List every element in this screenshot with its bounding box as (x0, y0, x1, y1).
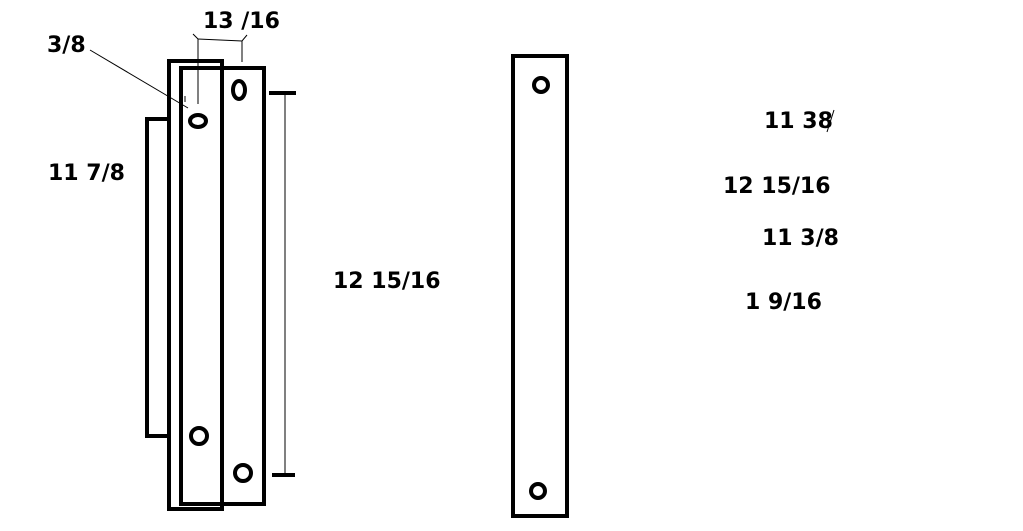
hole (189, 426, 209, 446)
label-hole-spacing-width: 13 /16 (203, 9, 280, 34)
dimension-bracket-left (145, 117, 170, 438)
note-4: 1 9/16 (745, 290, 822, 315)
label-overall-length: 12 15/16 (333, 269, 441, 294)
hole (529, 482, 547, 500)
bar (511, 54, 569, 518)
note-3: 11 3/8 (762, 226, 839, 251)
leader-line (89, 49, 189, 109)
hole (188, 113, 208, 129)
note-2: 12 15/16 (723, 174, 831, 199)
dimension-line (197, 34, 248, 42)
note-slash-overstrike (826, 109, 835, 133)
label-hole-diameter: 3/8 (47, 33, 86, 58)
note-1: 11 38 (764, 109, 833, 134)
hole (233, 463, 253, 483)
label-left-hole-span: 11 7/8 (48, 161, 125, 186)
hole (532, 76, 550, 94)
left-assembly (89, 33, 296, 511)
single-bar (511, 54, 569, 518)
hole (231, 79, 247, 101)
